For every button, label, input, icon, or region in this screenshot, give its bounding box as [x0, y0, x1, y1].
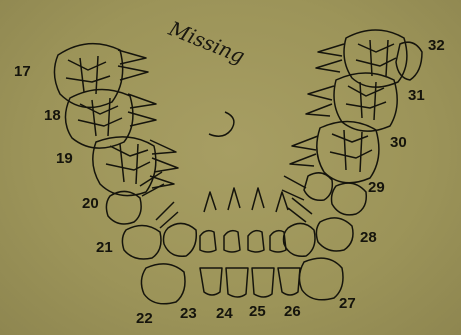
- tooth-31: [306, 73, 397, 131]
- tooth-19: [93, 137, 178, 196]
- tooth-number-22: 22: [136, 310, 153, 327]
- tooth-28: [288, 198, 353, 251]
- tooth-26: [270, 192, 300, 295]
- tooth-24: [224, 188, 248, 297]
- tooth-number-17: 17: [14, 63, 31, 80]
- tooth-number-23: 23: [180, 305, 197, 322]
- tooth-number-19: 19: [56, 150, 73, 167]
- tooth-number-27: 27: [339, 295, 356, 312]
- missing-annotation: Missing: [165, 16, 249, 68]
- tooth-number-29: 29: [368, 179, 385, 196]
- tooth-27: [284, 223, 344, 299]
- tooth-number-26: 26: [284, 303, 301, 320]
- tooth-number-28: 28: [360, 229, 377, 246]
- tooth-number-30: 30: [390, 134, 407, 151]
- tooth-23: [200, 192, 222, 295]
- tooth-number-21: 21: [96, 239, 113, 256]
- tooth-22: [141, 223, 196, 303]
- tooth-20: [106, 172, 164, 224]
- tooth-number-25: 25: [249, 303, 266, 320]
- tooth-number-31: 31: [408, 87, 425, 104]
- tooth-number-18: 18: [44, 107, 61, 124]
- tooth-17: [54, 44, 148, 108]
- tooth-18: [65, 89, 156, 148]
- tooth-number-20: 20: [82, 195, 99, 212]
- tooth-21: [122, 202, 178, 259]
- tooth-29: [282, 173, 366, 215]
- tooth-number-32: 32: [428, 37, 445, 54]
- tooth-32: [316, 30, 422, 87]
- tooth-number-24: 24: [216, 305, 233, 322]
- missing-annotation-curl: [209, 112, 234, 136]
